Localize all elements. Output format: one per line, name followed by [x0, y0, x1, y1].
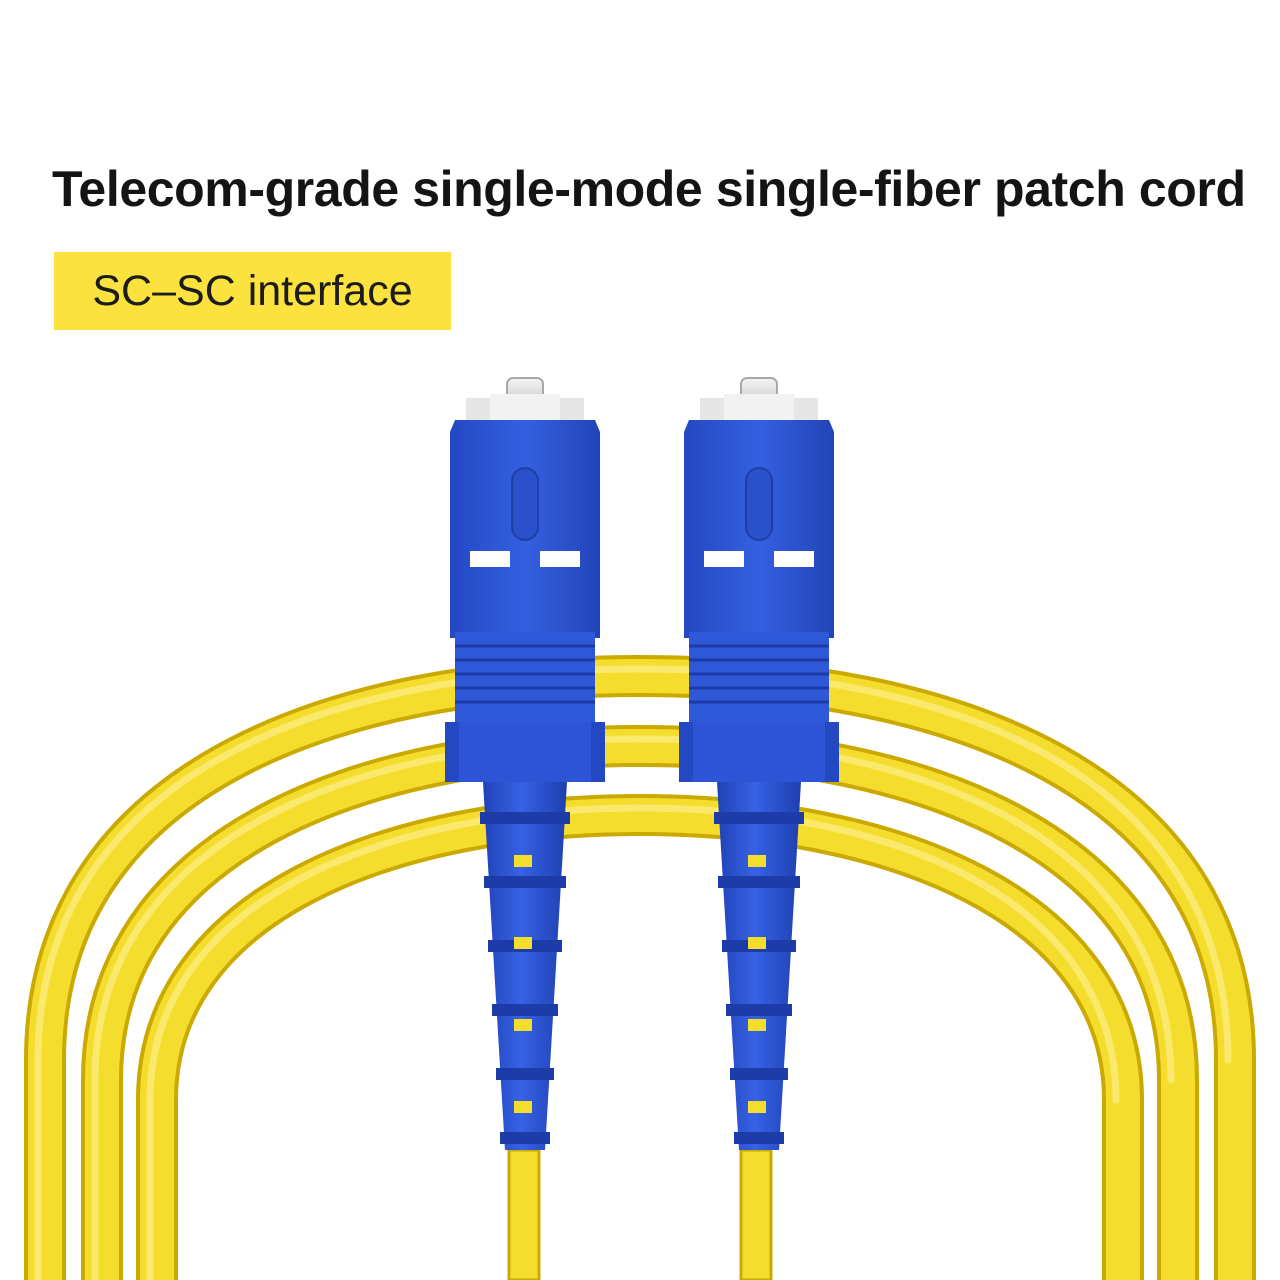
interface-badge: SC–SC interface [54, 252, 451, 330]
page-title: Telecom-grade single-mode single-fiber p… [52, 161, 1246, 217]
interface-badge-label: SC–SC interface [92, 266, 413, 315]
coiled-fiber-cable-icon [24, 654, 1256, 1280]
sc-connector-icon [445, 377, 605, 1195]
cable-tail [507, 1148, 773, 1280]
sc-connector-icon [679, 377, 839, 1195]
